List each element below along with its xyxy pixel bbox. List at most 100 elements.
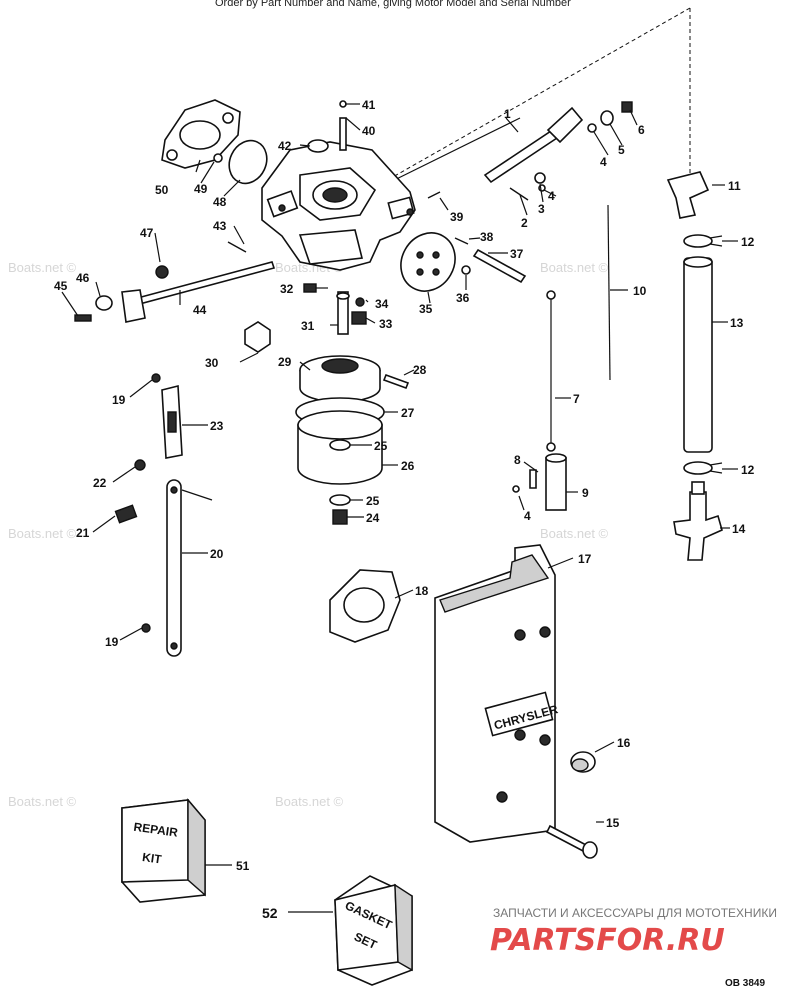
label-part-16: 16 — [617, 736, 631, 750]
label-part-11: 11 — [728, 179, 741, 193]
label-part-19-a: 19 — [112, 393, 126, 407]
label-part-25-a: 25 — [374, 439, 388, 453]
label-part-37: 37 — [510, 247, 524, 261]
label-part-31: 31 — [301, 319, 315, 333]
watermark-6: Boats.net © — [8, 794, 77, 809]
label-part-14: 14 — [732, 522, 746, 536]
label-part-15: 15 — [606, 816, 620, 830]
label-part-9: 9 — [582, 486, 589, 500]
label-part-3: 3 — [538, 202, 545, 216]
watermarks: Boats.net © Boats.net © Boats.net © Boat… — [8, 260, 609, 809]
part-19-clip-a — [151, 373, 161, 383]
repair-kit-line2: KIT — [141, 850, 163, 867]
part-8-pin — [529, 469, 537, 489]
part-15-bolt — [545, 824, 598, 859]
part-45-screw — [74, 314, 92, 322]
label-part-4-b: 4 — [548, 189, 555, 203]
label-part-8: 8 — [514, 453, 521, 467]
part-10-rod — [607, 204, 611, 381]
watermark-7: Boats.net © — [275, 794, 344, 809]
watermark-3: Boats.net © — [540, 260, 609, 275]
label-part-10: 10 — [633, 284, 647, 298]
part-2-spring — [509, 187, 529, 201]
watermark-5: Boats.net © — [540, 526, 609, 541]
part-42-cap — [307, 139, 329, 153]
part-50-flange-gasket — [161, 99, 241, 169]
part-37-pin — [472, 248, 527, 284]
part-4-clip-c — [512, 485, 520, 493]
label-part-32: 32 — [280, 282, 294, 296]
part-14-tee-fitting — [673, 481, 723, 561]
label-part-20: 20 — [210, 547, 224, 561]
part-28-pin — [382, 373, 410, 390]
part-5-washer — [600, 110, 614, 126]
label-part-28: 28 — [413, 363, 427, 377]
part-18-gasket — [329, 569, 401, 643]
label-part-47: 47 — [140, 226, 154, 240]
label-part-40: 40 — [362, 124, 376, 138]
part-17-cover: CHRYSLER — [434, 544, 560, 843]
label-part-13: 13 — [730, 316, 744, 330]
part-40-screw — [339, 100, 347, 151]
label-part-17: 17 — [578, 552, 592, 566]
label-part-12-b: 12 — [741, 463, 755, 477]
label-part-22: 22 — [93, 476, 107, 490]
label-part-19-b: 19 — [105, 635, 119, 649]
label-part-4-a: 4 — [600, 155, 607, 169]
label-part-34: 34 — [375, 297, 389, 311]
label-part-42: 42 — [278, 139, 292, 153]
assembly-line-main — [369, 7, 691, 191]
carburetor-body — [261, 141, 416, 271]
label-part-12-a: 12 — [741, 235, 755, 249]
label-part-4-c: 4 — [524, 509, 531, 523]
part-29-float — [299, 355, 381, 403]
part-38-screw — [454, 237, 469, 245]
label-part-23: 23 — [210, 419, 224, 433]
part-25-washer-a — [329, 439, 351, 451]
part-9-shaft — [545, 453, 567, 511]
watermark-4: Boats.net © — [8, 526, 77, 541]
label-part-2: 2 — [521, 216, 528, 230]
part-13-fuel-hose — [683, 256, 713, 453]
diagram-code: OB 3849 — [725, 978, 765, 989]
label-part-25-b: 25 — [366, 494, 380, 508]
header-text: Order by Part Number and Name, giving Mo… — [215, 0, 571, 9]
label-part-18: 18 — [415, 584, 429, 598]
part-43-spring — [227, 241, 247, 253]
part-4-clip-a — [587, 123, 597, 133]
label-part-21: 21 — [76, 526, 90, 540]
label-part-50: 50 — [155, 183, 169, 197]
part-12-clamp-lower — [683, 461, 723, 475]
part-3-washer — [534, 172, 546, 184]
part-26-float-bowl — [297, 410, 383, 485]
part-23-lever — [161, 384, 183, 459]
part-11-elbow-fitting — [666, 171, 710, 219]
label-part-29: 29 — [278, 355, 292, 369]
label-part-26: 26 — [401, 459, 415, 473]
label-part-38: 38 — [480, 230, 494, 244]
label-part-49: 49 — [194, 182, 208, 196]
part-49-washer — [213, 153, 223, 163]
label-part-27: 27 — [401, 406, 415, 420]
part-20-link — [166, 479, 182, 657]
label-part-51: 51 — [236, 859, 250, 873]
label-part-36: 36 — [456, 291, 470, 305]
label-part-7: 7 — [573, 392, 580, 406]
part-16-grommet — [570, 751, 596, 773]
label-part-30: 30 — [205, 356, 219, 370]
brand-logo: PARTSFOR.RU — [490, 923, 725, 958]
part-labels: 1 2 3 4 4 4 5 6 7 8 9 10 11 12 12 13 14 … — [54, 98, 755, 921]
part-47-clip — [155, 265, 169, 279]
part-35-throttle-plate — [400, 232, 456, 292]
part-51-repair-kit: REPAIR KIT — [121, 798, 206, 903]
part-32-screw — [303, 283, 317, 293]
part-24-plug — [332, 509, 348, 525]
part-39-spring — [427, 191, 441, 199]
part-44-choke-shaft — [121, 261, 276, 323]
part-46-collar — [95, 295, 113, 311]
label-part-48: 48 — [213, 195, 227, 209]
part-21-block — [114, 504, 138, 524]
label-part-46: 46 — [76, 271, 90, 285]
label-part-44: 44 — [193, 303, 207, 317]
